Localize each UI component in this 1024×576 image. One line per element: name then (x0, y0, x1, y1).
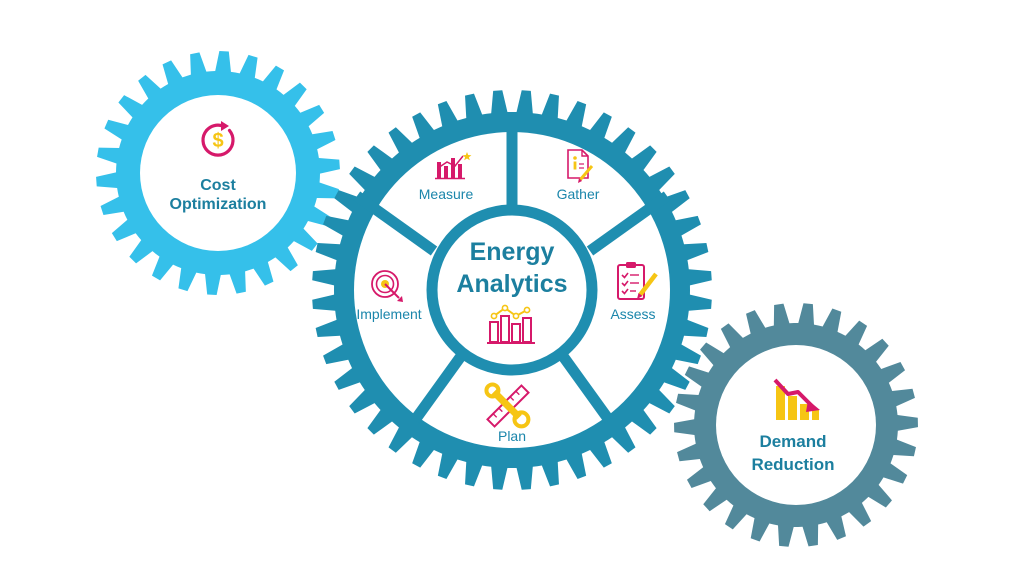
segment-measure: Measure (419, 152, 474, 202)
target-arrow-icon (371, 270, 403, 302)
demand-gear-title-line1: Demand (759, 432, 826, 451)
center-hub (426, 204, 598, 376)
declining-bar-chart-icon (773, 378, 820, 420)
segment-gather: Gather (557, 149, 600, 202)
analytics-chart-icon (487, 304, 535, 344)
dollar-cycle-icon: $ (201, 121, 235, 157)
energy-analytics-gear: Energy Analytics (312, 90, 712, 490)
clipboard-checklist-icon (617, 262, 658, 300)
segment-label-assess: Assess (610, 306, 655, 322)
segment-label-implement: Implement (356, 306, 421, 322)
cost-gear-inner (140, 95, 296, 251)
demand-gear-title-line2: Reduction (751, 455, 834, 474)
divider-lower-right (555, 348, 614, 424)
segment-assess: Assess (610, 262, 658, 322)
demand-reduction-gear: Demand Reduction (674, 303, 918, 547)
segment-label-gather: Gather (557, 186, 600, 202)
segment-plan: Plan (484, 382, 531, 444)
divider-lower-left (410, 348, 469, 424)
segment-dividers (353, 128, 671, 424)
tools-ruler-icon (484, 382, 531, 429)
cost-gear-title-line2: Optimization (170, 196, 267, 213)
cost-gear-title-line1: Cost (200, 177, 236, 194)
svg-text:$: $ (212, 130, 223, 152)
document-info-icon (567, 149, 594, 183)
segment-label-plan: Plan (498, 428, 526, 444)
segment-label-measure: Measure (419, 186, 474, 202)
divider-upper-left (353, 191, 438, 256)
cost-optimization-gear: $ Cost Optimization (96, 51, 340, 295)
center-title-line1: Energy (470, 238, 555, 266)
demand-gear-inner (716, 345, 876, 505)
segment-implement: Implement (356, 270, 422, 322)
bar-chart-star-icon (435, 152, 472, 180)
center-title-line2: Analytics (456, 270, 567, 298)
divider-upper-right (586, 191, 671, 256)
